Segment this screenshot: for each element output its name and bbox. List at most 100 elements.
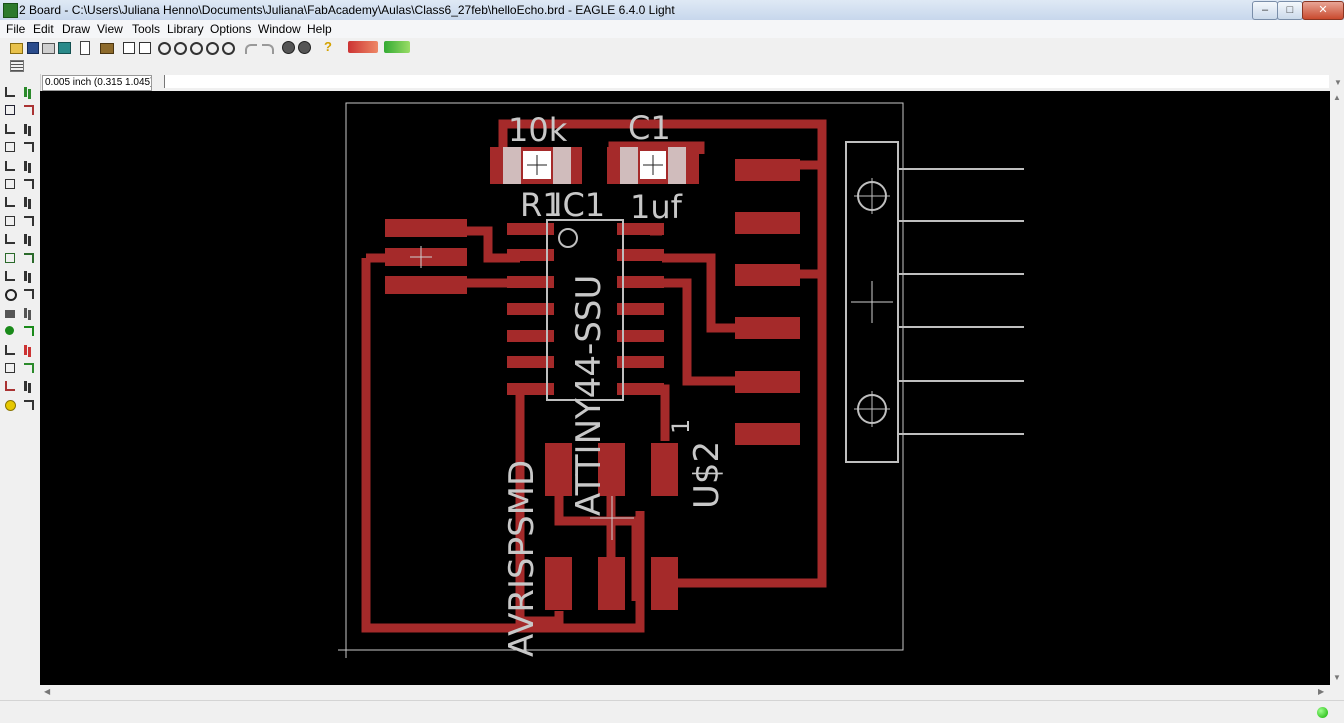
ratsnest-icon[interactable] xyxy=(24,363,34,373)
zoom-redraw-icon[interactable] xyxy=(206,42,219,55)
horizontal-scrollbar[interactable]: ◀ ▶ xyxy=(40,685,1330,699)
signal-icon[interactable] xyxy=(24,326,34,337)
mark-icon[interactable] xyxy=(24,105,34,116)
group-icon[interactable] xyxy=(5,160,15,171)
open-icon[interactable] xyxy=(10,43,23,54)
split-icon[interactable] xyxy=(5,234,15,245)
close-button[interactable]: ✕ xyxy=(1302,1,1344,20)
drc-icon[interactable] xyxy=(24,381,27,392)
ftdi-hole-crosses xyxy=(854,178,890,427)
scr-icon[interactable] xyxy=(80,41,90,55)
ic-pin-7 xyxy=(507,383,554,395)
copy-icon[interactable] xyxy=(24,123,27,134)
parameter-toolbar xyxy=(0,57,1344,75)
pinswap-icon[interactable] xyxy=(24,197,27,208)
mirror-icon[interactable] xyxy=(5,142,15,153)
vertical-scrollbar[interactable]: ▲ ▼ xyxy=(1330,91,1344,685)
ulp-icon[interactable] xyxy=(100,43,114,54)
menu-window[interactable]: Window xyxy=(258,22,301,36)
menu-edit[interactable]: Edit xyxy=(33,22,54,36)
menu-file[interactable]: File xyxy=(6,22,26,36)
wire-icon[interactable] xyxy=(5,271,15,281)
ftdi-pins xyxy=(898,168,1024,435)
help-icon[interactable]: ? xyxy=(324,39,332,54)
ftdi-pad-5 xyxy=(735,371,800,393)
delete-icon[interactable] xyxy=(24,179,34,189)
label-capacitor-name: C1 xyxy=(628,109,671,147)
text-icon[interactable] xyxy=(24,271,27,281)
menu-tools[interactable]: Tools xyxy=(132,22,161,36)
move-icon[interactable] xyxy=(5,123,15,134)
auto-icon[interactable] xyxy=(5,381,15,392)
route-icon[interactable] xyxy=(5,252,15,263)
part-labels: 10k C1 R1 IC1 1uf ATTINY44-SSU U$2 1 AVR… xyxy=(502,109,727,657)
show-icon[interactable] xyxy=(24,87,27,97)
print-icon[interactable] xyxy=(42,43,55,54)
zoom-fit-icon[interactable] xyxy=(158,42,171,55)
design-link-icon[interactable] xyxy=(348,41,378,53)
menu-library[interactable]: Library xyxy=(167,22,204,36)
erc-icon[interactable] xyxy=(24,399,34,410)
command-dropdown-icon[interactable]: ▼ xyxy=(1334,78,1342,87)
circle-icon[interactable] xyxy=(5,289,17,302)
ic-pin-13 xyxy=(617,249,664,261)
maximize-button[interactable]: □ xyxy=(1277,1,1303,20)
dimension-icon[interactable] xyxy=(5,363,15,373)
go-icon[interactable] xyxy=(298,41,311,54)
lock-icon[interactable] xyxy=(24,215,34,226)
ftdi-pad-4 xyxy=(735,317,800,339)
save-icon[interactable] xyxy=(27,42,39,54)
board-icon[interactable] xyxy=(139,42,151,54)
rect-icon[interactable] xyxy=(5,309,15,318)
zoom-out-icon[interactable] xyxy=(190,42,203,55)
stop-icon[interactable] xyxy=(282,41,295,54)
paste-icon[interactable] xyxy=(5,179,15,189)
schematic-icon[interactable] xyxy=(123,42,135,54)
attribute-icon[interactable] xyxy=(24,344,27,355)
ic-pin1-marker xyxy=(558,228,578,248)
label-ic-name: IC1 xyxy=(553,186,605,224)
add-icon[interactable] xyxy=(5,197,15,208)
board-drawing[interactable]: 10k C1 R1 IC1 1uf ATTINY44-SSU U$2 1 AVR… xyxy=(40,91,1330,685)
scroll-left-icon[interactable]: ◀ xyxy=(44,687,51,696)
board-canvas[interactable]: 10k C1 R1 IC1 1uf ATTINY44-SSU U$2 1 AVR… xyxy=(40,91,1330,685)
hole-icon[interactable] xyxy=(5,344,15,355)
r1-silk-right xyxy=(553,147,571,184)
layer-list-icon[interactable] xyxy=(10,60,24,72)
header-pad-bottom-2 xyxy=(598,557,625,610)
menu-options[interactable]: Options xyxy=(210,22,252,36)
ftdi-pad-2 xyxy=(735,212,800,234)
replace-icon[interactable] xyxy=(5,215,15,226)
errors-icon[interactable] xyxy=(5,399,16,411)
scroll-down-icon[interactable]: ▼ xyxy=(1333,673,1341,682)
cam-icon[interactable] xyxy=(58,42,71,54)
change-icon[interactable] xyxy=(24,160,27,171)
info-icon[interactable] xyxy=(5,87,15,97)
menu-draw[interactable]: Draw xyxy=(62,22,91,36)
undo-icon[interactable] xyxy=(245,44,257,54)
ic-pin-10 xyxy=(617,330,664,342)
optimize-icon[interactable] xyxy=(24,234,27,245)
menu-help[interactable]: Help xyxy=(307,22,332,36)
trace-isp-miso xyxy=(460,226,520,263)
trace-ic-pin8 xyxy=(660,384,670,441)
rotate-icon[interactable] xyxy=(24,142,34,153)
scroll-right-icon[interactable]: ▶ xyxy=(1318,687,1325,696)
via-icon[interactable] xyxy=(5,326,14,336)
zoom-in-icon[interactable] xyxy=(174,42,187,55)
minimize-button[interactable]: – xyxy=(1252,1,1278,20)
polygon-icon[interactable] xyxy=(24,307,27,318)
ripup-icon[interactable] xyxy=(24,252,34,263)
menu-view[interactable]: View xyxy=(97,22,123,36)
arc-icon[interactable] xyxy=(24,289,34,300)
zoom-select-icon[interactable] xyxy=(222,42,235,55)
eagle-app-icon xyxy=(3,3,18,18)
coordinate-readout: 0.005 inch (0.315 1.045) xyxy=(42,75,152,91)
scroll-up-icon[interactable]: ▲ xyxy=(1333,93,1341,102)
header-pad-bottom-3 xyxy=(651,557,678,610)
trace-ic-tx xyxy=(662,278,775,386)
redo-icon[interactable] xyxy=(262,44,274,54)
display-icon[interactable] xyxy=(5,105,15,116)
command-input[interactable] xyxy=(164,75,1329,88)
pcb-quote-icon[interactable] xyxy=(384,41,410,53)
